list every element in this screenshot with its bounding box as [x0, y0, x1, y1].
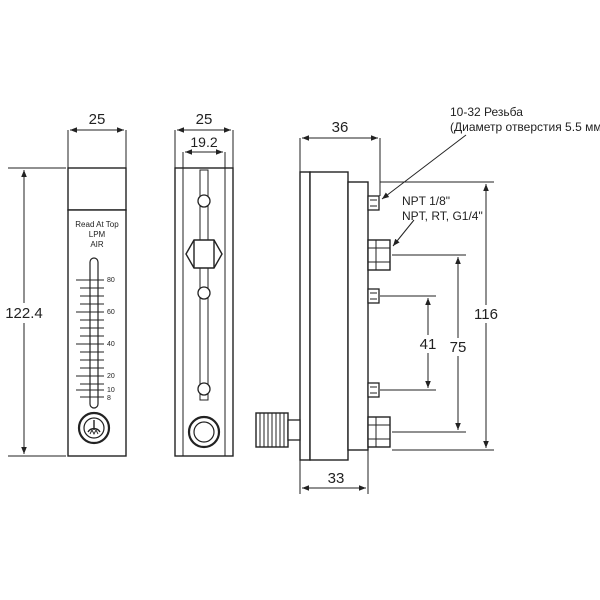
port-note-line1: NPT 1/8" [402, 194, 450, 208]
port-leader [392, 219, 415, 247]
side-back-plate [347, 181, 369, 451]
dim-41-label: 41 [420, 336, 437, 353]
side-port-bottom [367, 416, 391, 448]
scale-label-40: 40 [107, 341, 115, 348]
back-view: 25 19.2 [174, 111, 234, 457]
scale-label-60: 60 [107, 309, 115, 316]
back-hole-mid [197, 286, 211, 300]
dim-75-label: 75 [450, 339, 467, 356]
thread-note-line1: 10-32 Резьба [450, 105, 523, 119]
side-stud-low [367, 382, 380, 398]
front-view: 25 122.4 Read At Top LPM AIR [2, 111, 127, 457]
medium-label: AIR [90, 240, 104, 249]
side-front-plate [299, 171, 311, 461]
side-stud-top [367, 195, 380, 211]
back-hex-fitting [185, 239, 223, 269]
back-bottom-port [187, 415, 221, 449]
back-width-label: 25 [196, 111, 213, 128]
port-note-line2: NPT, RT, G1/4" [402, 209, 483, 223]
front-width-label: 25 [89, 111, 106, 128]
dim-116-label: 116 [474, 306, 498, 323]
front-height-label: 122.4 [5, 305, 43, 322]
unit-label: LPM [89, 230, 106, 239]
thread-leader [381, 134, 467, 200]
side-view: 36 [255, 105, 600, 494]
side-port-top [367, 239, 391, 271]
back-hole-low [197, 382, 211, 396]
side-body [309, 171, 349, 461]
scale-label-80: 80 [107, 277, 115, 284]
front-valve-knob [77, 411, 111, 445]
scale-label-10: 10 [107, 387, 115, 394]
thread-note-line2: (Диаметр отверстия 5.5 мм) [450, 120, 600, 134]
side-stud-mid [367, 288, 380, 304]
back-hole-top [197, 194, 211, 208]
side-bottom-label: 33 [328, 470, 345, 487]
front-cap [67, 167, 127, 211]
scale-ticks [76, 279, 104, 398]
side-valve-knob [255, 412, 301, 448]
scale-label-20: 20 [107, 373, 115, 380]
scale-label-8: 8 [107, 395, 111, 402]
side-top-label: 36 [332, 119, 349, 136]
back-inner-label: 19.2 [190, 134, 217, 150]
read-at-top-label: Read At Top [75, 220, 119, 229]
